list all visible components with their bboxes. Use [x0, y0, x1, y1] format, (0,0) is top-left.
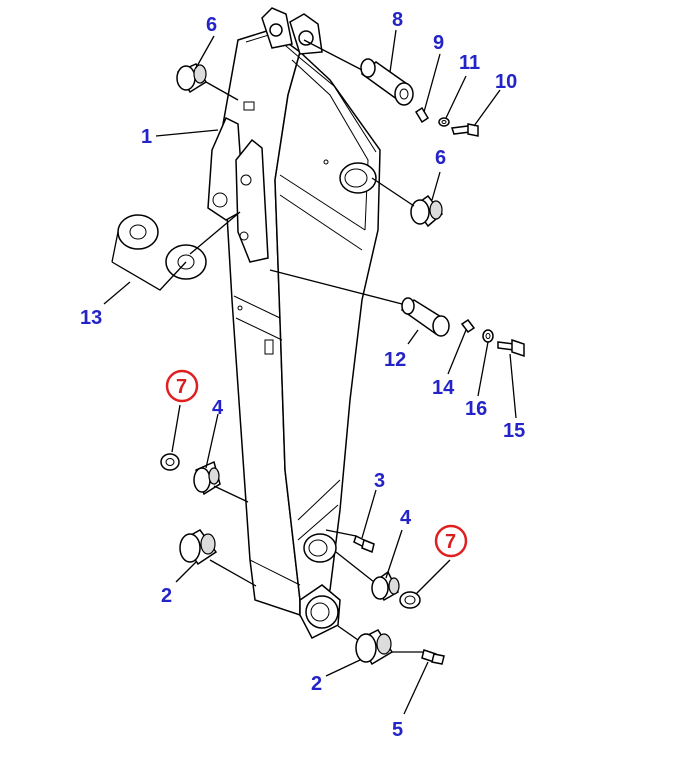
part-4-bushing-right — [371, 570, 400, 602]
part-2-bushing-bottom — [355, 629, 394, 666]
callout-2-bottom: 2 — [311, 673, 322, 695]
callout-4-right: 4 — [400, 507, 412, 529]
callout-1: 1 — [141, 126, 152, 148]
assembly-lines — [111, 39, 424, 653]
callout-13: 13 — [80, 307, 102, 329]
callout-12: 12 — [384, 349, 406, 371]
callout-5: 5 — [392, 719, 403, 741]
callout-7-left: 7 — [176, 376, 187, 398]
callout-labels: 1 6 8 9 11 10 6 13 12 14 16 15 7 4 3 4 7… — [80, 9, 525, 741]
part-9-lock-pin — [414, 106, 430, 124]
callout-3: 3 — [374, 470, 385, 492]
callout-14: 14 — [432, 377, 455, 399]
callout-16: 16 — [465, 398, 487, 420]
callout-4-left: 4 — [212, 397, 224, 419]
arm-body — [207, 7, 381, 640]
callout-6-top: 6 — [206, 14, 217, 36]
callout-9: 9 — [433, 32, 444, 54]
part-12-pin — [400, 297, 450, 337]
callout-7-right: 7 — [445, 531, 456, 553]
part-2-bushing-left — [179, 529, 218, 566]
part-14-lock-pin — [460, 318, 476, 334]
highlight-circle-7-left — [165, 369, 199, 403]
part-6-bushing-right — [410, 194, 444, 228]
part-7-ring-right — [399, 591, 421, 609]
part-16-washer — [482, 329, 494, 343]
part-7-ring-left — [160, 453, 180, 471]
part-11-washer — [438, 117, 450, 127]
callout-8: 8 — [392, 9, 403, 31]
part-15-bolt — [497, 338, 525, 358]
part-3-grease-fitting — [353, 534, 375, 554]
callout-10: 10 — [495, 71, 517, 93]
callout-15: 15 — [503, 420, 525, 442]
part-13-shims — [117, 214, 207, 280]
highlight-circle-7-right — [434, 524, 468, 558]
callout-2-left: 2 — [161, 585, 172, 607]
part-5-grease-fitting — [421, 649, 445, 665]
callout-6-right: 6 — [435, 147, 446, 169]
part-4-bushing-left — [193, 460, 221, 496]
part-10-bolt — [450, 123, 479, 137]
callout-11: 11 — [459, 52, 480, 74]
part-8-pin — [360, 58, 414, 106]
part-6-bushing-top — [176, 63, 208, 94]
leader-lines — [103, 29, 517, 715]
